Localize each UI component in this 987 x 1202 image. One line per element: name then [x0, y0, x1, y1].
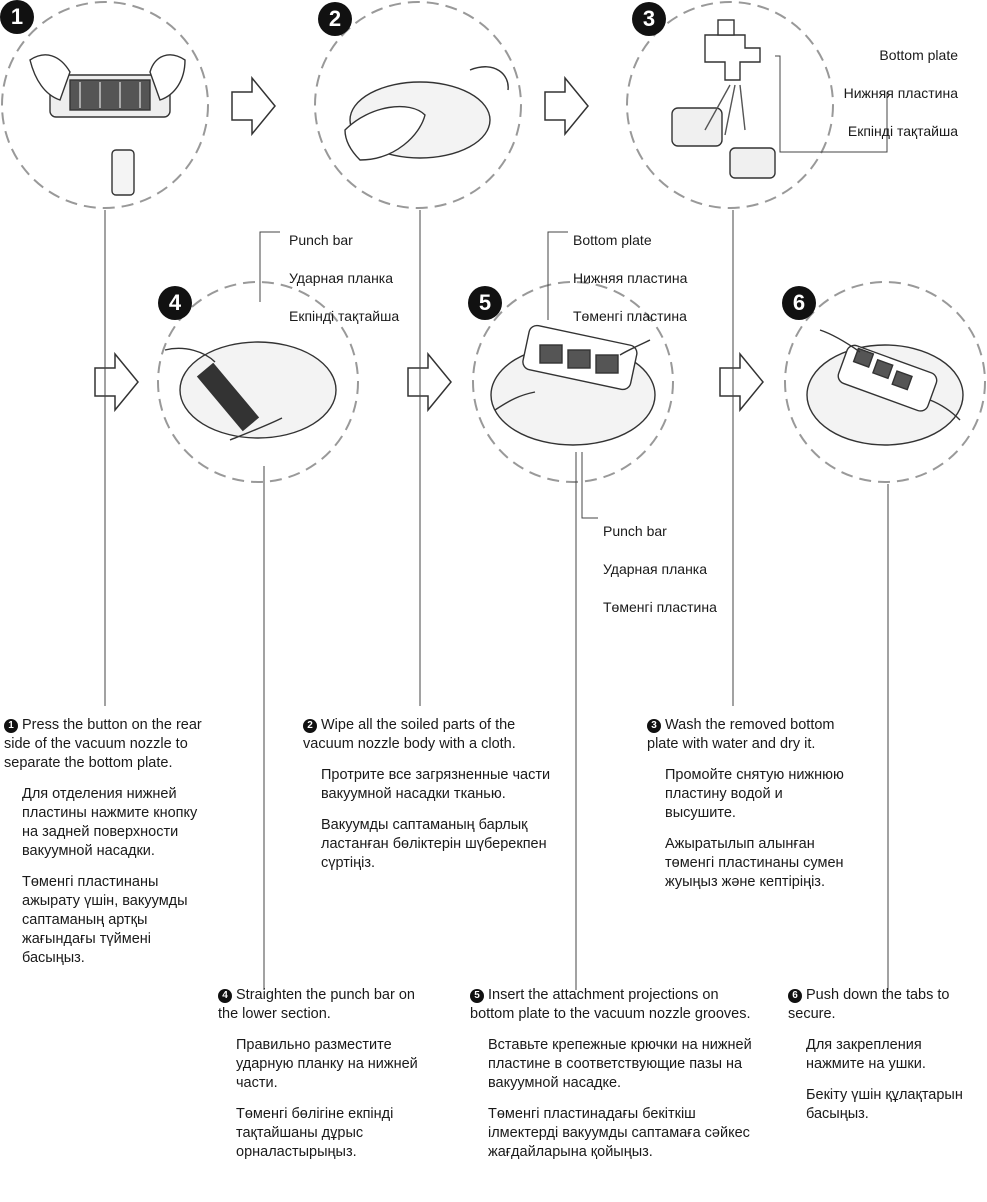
step-number-icon: 2 — [303, 719, 317, 733]
step-number-icon: 6 — [788, 989, 802, 1003]
step-badge-6: 6 — [782, 286, 816, 320]
callout-bottom-plate-3: Bottom plate Нижняя пластина Екпінді тақ… — [818, 27, 958, 160]
step-badge-4: 4 — [158, 286, 192, 320]
callout-en: Bottom plate — [879, 47, 958, 63]
callout-kk: Екпінді тақтайша — [847, 123, 958, 139]
step-3-ru: Промойте снятую нижнюю пластину водой и … — [665, 767, 844, 821]
callout-ru: Нижняя пластина — [573, 270, 688, 286]
step-4-ru: Правильно разместите ударную планку на н… — [236, 1037, 418, 1091]
callout-punch-bar-4: Punch bar Ударная планка Екпінді тақтайш… — [289, 212, 399, 345]
step-badge-2: 2 — [318, 2, 352, 36]
step5-circle — [472, 281, 674, 483]
step3-circle — [626, 1, 834, 209]
callout-leader-4 — [259, 231, 280, 302]
step-badge-1: 1 — [0, 0, 34, 34]
arrow-1-2 — [231, 75, 276, 137]
step-4-kk: Төменгі бөлігіне екпінді тақтайшаны дұры… — [236, 1106, 394, 1160]
step6-circle — [784, 281, 986, 483]
step-6-ru: Для закрепления нажмите на ушки. — [806, 1037, 926, 1072]
step-number-icon: 5 — [470, 989, 484, 1003]
callout-ru: Нижняя пластина — [843, 85, 958, 101]
callout-punch-bar-5: Punch bar Ударная планка Төменгі пластин… — [603, 503, 717, 636]
callout-leader-5a — [547, 231, 568, 320]
callout-kk: Төменгі пластина — [573, 308, 687, 324]
callout-kk: Екпінді тақтайша — [289, 308, 400, 324]
callout-leader-5b — [581, 452, 598, 519]
step-1-en: Press the button on the rear side of the… — [4, 717, 202, 771]
step-3-kk: Ажыратылып алынған төменгі пластинаны су… — [665, 836, 844, 890]
arrow-to-4 — [94, 351, 139, 413]
step-6-en: Push down the tabs to secure. — [788, 987, 950, 1022]
step-4-en: Straighten the punch bar on the lower se… — [218, 987, 415, 1022]
callout-ru: Ударная планка — [289, 270, 394, 286]
step-3-en: Wash the removed bottom plate with water… — [647, 717, 835, 752]
arrow-2-3 — [544, 75, 589, 137]
step-badge-3: 3 — [632, 2, 666, 36]
arrow-to-6 — [719, 351, 764, 413]
step-6-kk: Бекіту үшін құлақтарын басыңыз. — [806, 1087, 963, 1122]
arrow-to-5 — [407, 351, 452, 413]
step-5-en: Insert the attachment projections on bot… — [470, 987, 751, 1022]
step2-circle — [314, 1, 522, 209]
callout-en: Punch bar — [603, 523, 667, 539]
step-2-en: Wipe all the soiled parts of the vacuum … — [303, 717, 516, 752]
callout-ru: Ударная планка — [603, 561, 708, 577]
step-2-kk: Вакуумды саптаманың барлық ластанған бөл… — [321, 817, 547, 871]
step1-circle — [1, 1, 209, 209]
callout-leader-3 — [775, 55, 888, 153]
step-number-icon: 1 — [4, 719, 18, 733]
step4-circle — [157, 281, 359, 483]
step-5-ru: Вставьте крепежные крючки на нижней плас… — [488, 1037, 752, 1091]
callout-en: Bottom plate — [573, 232, 652, 248]
step-2-ru: Протрите все загрязненные части вакуумно… — [321, 767, 551, 802]
callout-kk: Төменгі пластина — [603, 599, 717, 615]
step-number-icon: 3 — [647, 719, 661, 733]
step-1-ru: Для отделения нижней пластины нажмите кн… — [22, 786, 198, 859]
callout-en: Punch bar — [289, 232, 353, 248]
callout-bottom-plate-5: Bottom plate Нижняя пластина Төменгі пла… — [573, 212, 687, 345]
step-number-icon: 4 — [218, 989, 232, 1003]
step-1-kk: Төменгі пластинаны ажырату үшін, вакуумд… — [22, 874, 188, 966]
step-badge-5: 5 — [468, 286, 502, 320]
step-5-kk: Төменгі пластинадағы бекіткіш ілмектерді… — [488, 1106, 750, 1160]
